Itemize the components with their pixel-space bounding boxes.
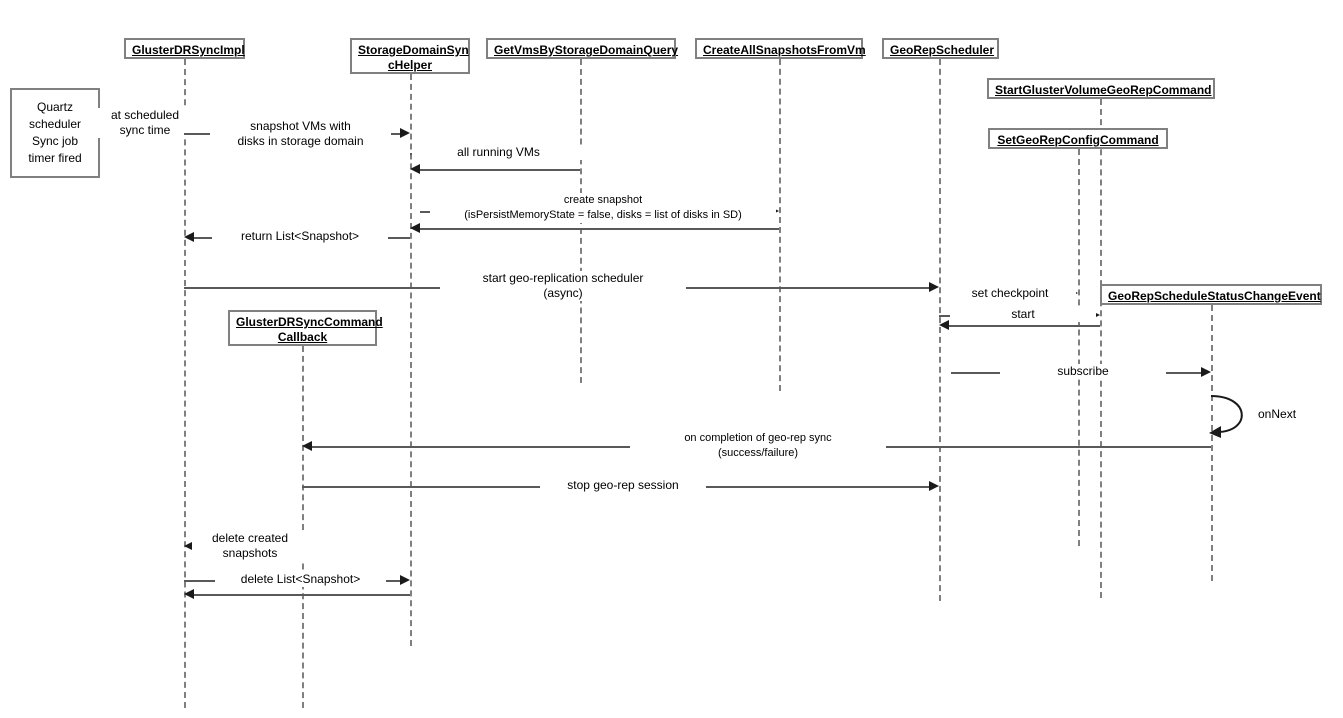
message-label-delete-created-snapshots: delete created snapshots [192, 531, 308, 561]
participant-glusterDRSyncCommandCallback-label: GlusterDRSyncCommand Callback [236, 315, 383, 344]
arrowhead-snapshot-vms [400, 128, 410, 138]
participant-setGeoRepConfigCommand[interactable]: SetGeoRepConfigCommand [988, 128, 1168, 149]
message-label-stop-geo-rep-session: stop geo-rep session [540, 478, 706, 493]
message-label-start-geo-replication-scheduler: start geo-replication scheduler (async) [440, 271, 686, 301]
participant-storageDomainSyncHelper-label: StorageDomainSyn cHelper [358, 43, 469, 72]
lifeline-storageDomainSyncHelper [410, 74, 412, 646]
message-label-snapshot-vms: snapshot VMs with disks in storage domai… [210, 119, 391, 149]
participant-startGlusterVolumeGeoRepCommand-label: StartGlusterVolumeGeoRepCommand [995, 83, 1212, 97]
actor-quartz-scheduler: Quartz scheduler Sync job timer fired [10, 88, 100, 178]
participant-createAllSnapshotsFromVm-label: CreateAllSnapshotsFromVm [703, 43, 866, 57]
arrowhead-start-return [939, 320, 949, 330]
participant-glusterDRSyncImpl[interactable]: GlusterDRSyncImpl [124, 38, 245, 59]
participant-getVmsByStorageDomainQuery[interactable]: GetVmsByStorageDomainQuery [486, 38, 679, 59]
lifeline-glusterDRSyncCommandCallback [302, 346, 304, 708]
arrowhead-on-completion-geo-rep-sync [302, 441, 312, 451]
participant-setGeoRepConfigCommand-label: SetGeoRepConfigCommand [997, 133, 1159, 147]
arrowhead-stop-geo-rep-session [929, 481, 939, 491]
message-label-set-checkpoint: set checkpoint [944, 286, 1076, 301]
participant-geoRepScheduler[interactable]: GeoRepScheduler [882, 38, 999, 59]
message-label-create-snapshot: create snapshot (isPersistMemoryState = … [430, 193, 776, 223]
message-label-subscribe: subscribe [1000, 364, 1166, 379]
message-label-start: start [950, 307, 1096, 322]
arrowhead-onNext [1209, 426, 1221, 438]
participant-startGlusterVolumeGeoRepCommand[interactable]: StartGlusterVolumeGeoRepCommand [987, 78, 1215, 99]
lifeline-startGlusterVolumeGeoRepCommand [1100, 99, 1102, 598]
message-label-on-completion-geo-rep-sync: on completion of geo-rep sync (success/f… [630, 431, 886, 461]
arrowhead-all-running-vms-return [410, 164, 420, 174]
participant-geoRepScheduleStatusChangeEvent[interactable]: GeoRepScheduleStatusChangeEvent [1100, 284, 1322, 305]
participant-glusterDRSyncImpl-label: GlusterDRSyncImpl [132, 43, 245, 57]
message-line-create-snapshot-return [420, 228, 779, 230]
lifeline-geoRepScheduler [939, 59, 941, 601]
participant-geoRepScheduleStatusChangeEvent-label: GeoRepScheduleStatusChangeEvent [1108, 289, 1321, 303]
participant-storageDomainSyncHelper[interactable]: StorageDomainSyn cHelper [350, 38, 470, 74]
participant-geoRepScheduler-label: GeoRepScheduler [890, 43, 995, 57]
actor-quartz-label: Quartz scheduler Sync job timer fired [28, 100, 82, 165]
message-label-onNext: onNext [1258, 407, 1297, 421]
message-label-all-running-vms: all running VMs [412, 145, 585, 160]
message-line-all-running-vms-return [420, 169, 580, 171]
arrowhead-return-list-snapshot [184, 232, 194, 242]
lifeline-geoRepScheduleStatusChangeEvent [1211, 305, 1213, 581]
participant-glusterDRSyncCommandCallback[interactable]: GlusterDRSyncCommand Callback [228, 310, 383, 346]
participant-getVmsByStorageDomainQuery-label: GetVmsByStorageDomainQuery [494, 43, 679, 57]
arrowhead-delete-list-snapshot-return [184, 589, 194, 599]
participant-createAllSnapshotsFromVm[interactable]: CreateAllSnapshotsFromVm [695, 38, 866, 59]
message-line-delete-list-snapshot-return [194, 594, 410, 596]
self-message-onNext-path [1210, 395, 1243, 433]
arrowhead-create-snapshot-return [410, 223, 420, 233]
message-label-return-list-snapshot: return List<Snapshot> [212, 229, 388, 244]
arrowhead-start-geo-replication-scheduler [929, 282, 939, 292]
lifeline-glusterDRSyncImpl [184, 59, 186, 708]
message-label-at-scheduled-sync-time: at scheduled sync time [98, 108, 192, 138]
lifeline-setGeoRepConfigCommand [1078, 149, 1080, 546]
arrowhead-subscribe [1201, 367, 1211, 377]
arrowhead-delete-list-snapshot [400, 575, 410, 585]
message-line-start-return [949, 325, 1100, 327]
message-label-delete-list-snapshot: delete List<Snapshot> [215, 572, 386, 587]
arrowhead-delete-created-snapshots [184, 541, 194, 551]
lifeline-createAllSnapshotsFromVm [779, 59, 781, 391]
self-message-onNext [1209, 395, 1243, 438]
